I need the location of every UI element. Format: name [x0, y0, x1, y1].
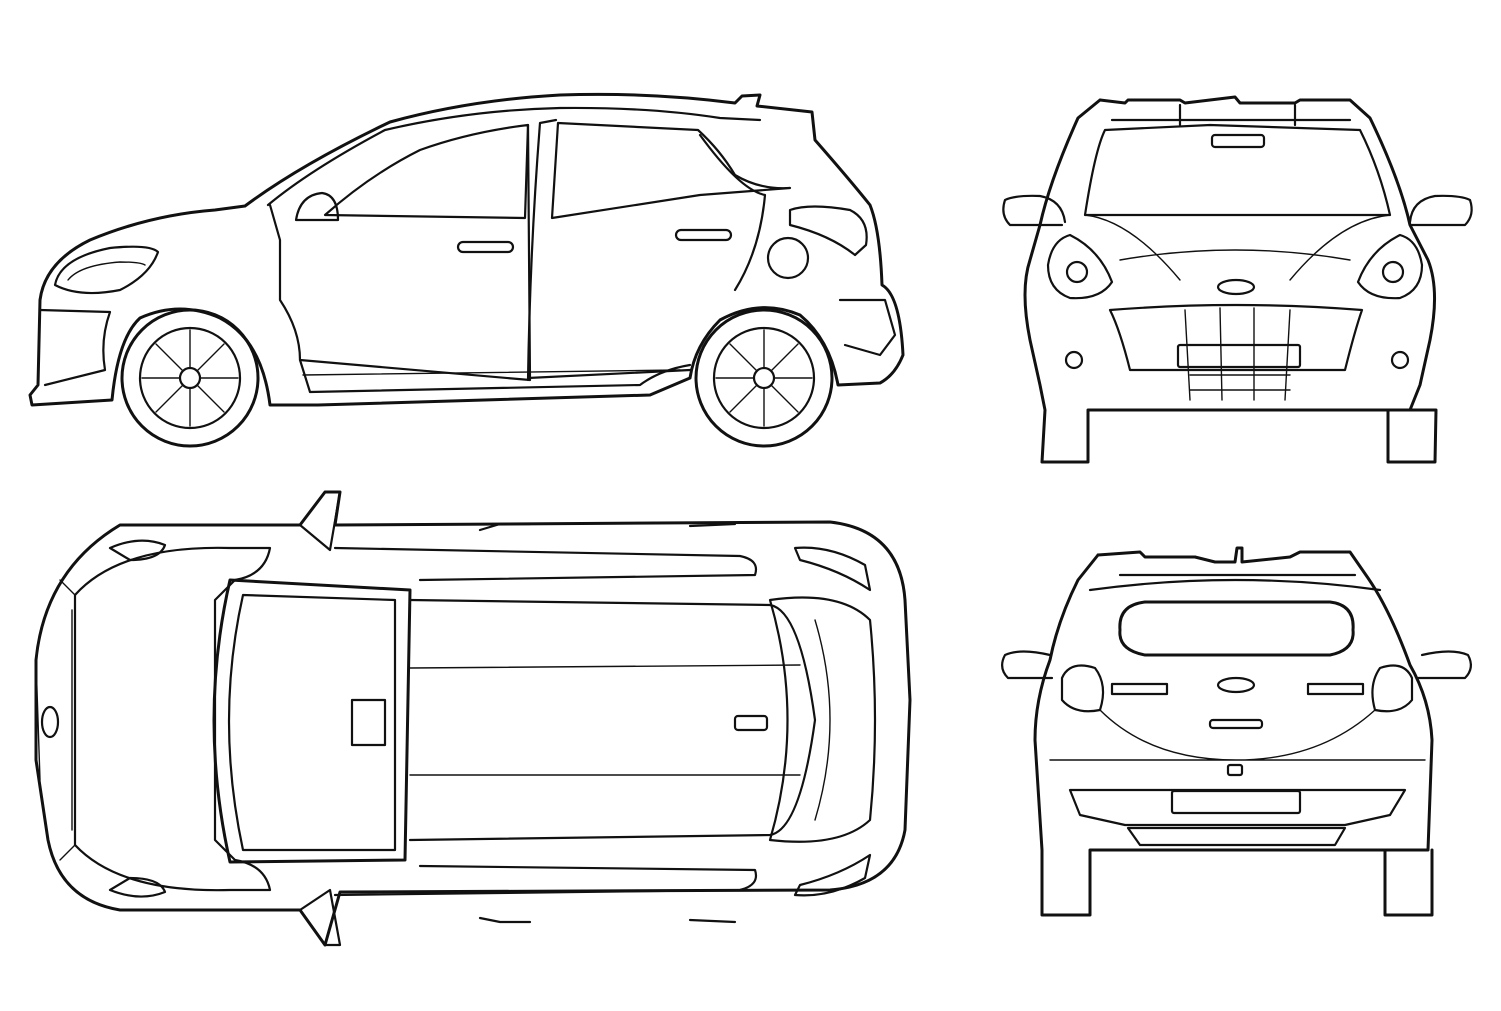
front-grille	[1108, 303, 1364, 372]
top-upper-rail	[333, 522, 758, 582]
rear-left-taillamp	[1060, 664, 1105, 713]
front-left-mirror	[1002, 194, 1067, 227]
front-right-foglamp	[1390, 350, 1410, 370]
front-left-headlamp	[1046, 233, 1114, 300]
top-left-mirror	[298, 490, 342, 552]
rear-emblem	[1216, 676, 1256, 694]
top-windshield	[212, 578, 412, 864]
top-roof-fin	[350, 698, 387, 747]
rear-right-mirror	[1416, 650, 1472, 680]
rear-roof-spoiler	[1088, 573, 1382, 592]
top-rear-window	[768, 596, 877, 843]
side-rear-arch-line	[698, 133, 767, 292]
top-front-left-lamp	[108, 539, 167, 562]
top-rear-wiper	[733, 714, 769, 732]
front-left-foglamp	[1064, 350, 1084, 370]
top-lower-rail	[333, 864, 758, 924]
front-plate	[1176, 343, 1302, 369]
top-right-mirror	[298, 888, 342, 947]
side-rear-bumper	[838, 298, 897, 357]
rear-view	[1001, 546, 1472, 917]
side-rear-door-handle	[674, 228, 733, 242]
side-window-rear	[550, 121, 792, 220]
side-fuel-cap	[766, 236, 810, 280]
side-rear-door	[526, 118, 692, 382]
side-body-outline	[28, 92, 905, 407]
side-roof-line	[266, 106, 762, 207]
side-headlamp	[53, 245, 160, 295]
front-roof-bar	[1110, 103, 1352, 127]
top-emblem	[40, 705, 60, 739]
rear-badge	[1208, 718, 1264, 730]
side-front-bumper	[38, 308, 112, 387]
rear-window	[1118, 600, 1355, 657]
side-mirror	[294, 191, 340, 222]
side-view	[28, 92, 905, 448]
top-rear-right-lamp	[793, 853, 872, 897]
top-roof	[408, 598, 817, 842]
top-rear-left-lamp	[793, 546, 872, 592]
rear-plate	[1170, 789, 1302, 815]
rear-right-taillamp	[1371, 664, 1414, 713]
side-taillamp	[788, 205, 868, 257]
rear-left-mirror	[1001, 650, 1054, 680]
front-emblem	[1216, 278, 1256, 296]
front-view	[1002, 95, 1473, 464]
side-rear-wheel	[694, 308, 834, 448]
side-front-door-handle	[456, 240, 515, 254]
rear-bumper	[1068, 788, 1407, 827]
front-right-headlamp	[1356, 233, 1424, 300]
side-front-wheel	[120, 308, 260, 448]
front-sensor	[1210, 133, 1266, 149]
front-windshield	[1083, 123, 1392, 217]
front-body-outline	[1023, 95, 1438, 464]
top-front-right-lamp	[108, 876, 167, 898]
top-body-outline	[34, 490, 912, 947]
front-right-mirror	[1408, 194, 1473, 227]
rear-body-outline	[1033, 546, 1434, 917]
top-bonnet	[73, 546, 272, 892]
top-view	[34, 490, 912, 947]
side-window-front	[323, 123, 530, 220]
rear-camera	[1226, 763, 1244, 777]
side-sill	[298, 358, 692, 394]
